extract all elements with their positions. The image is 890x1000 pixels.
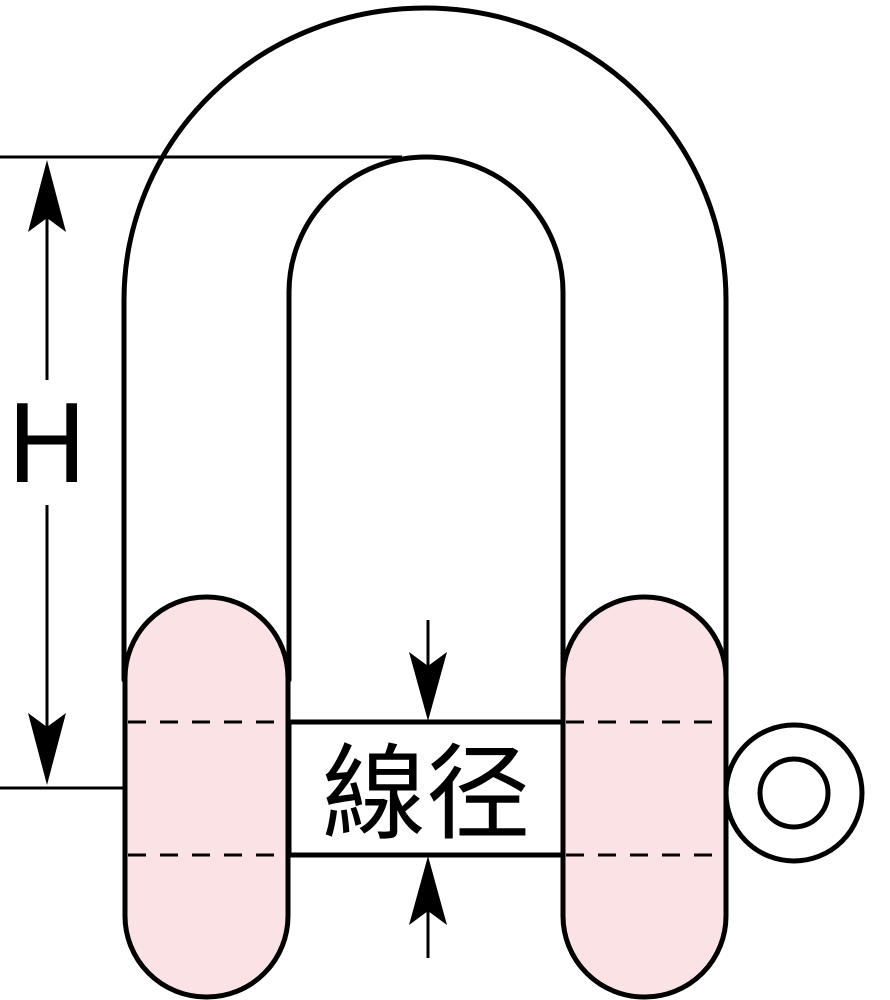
wire-diameter-dimension: 線径	[322, 620, 530, 958]
wire-diameter-arrow-up-icon	[409, 856, 447, 925]
pin-head	[723, 722, 865, 864]
right-eye-pad	[560, 594, 729, 1000]
h-dimension-label: H	[6, 383, 87, 508]
left-eye-pad	[122, 594, 291, 1000]
h-arrow-up-icon	[28, 160, 66, 232]
h-arrow-down-icon	[28, 713, 66, 785]
shackle-inner-curve	[286, 154, 566, 683]
wire-diameter-label: 線径	[322, 733, 530, 855]
shackle-outer-curve	[121, 5, 729, 683]
h-dimension: H	[0, 155, 402, 790]
shackle-body	[121, 5, 729, 683]
pin-head-inner-ring	[757, 756, 831, 830]
wire-diameter-arrow-down-icon	[409, 652, 447, 721]
